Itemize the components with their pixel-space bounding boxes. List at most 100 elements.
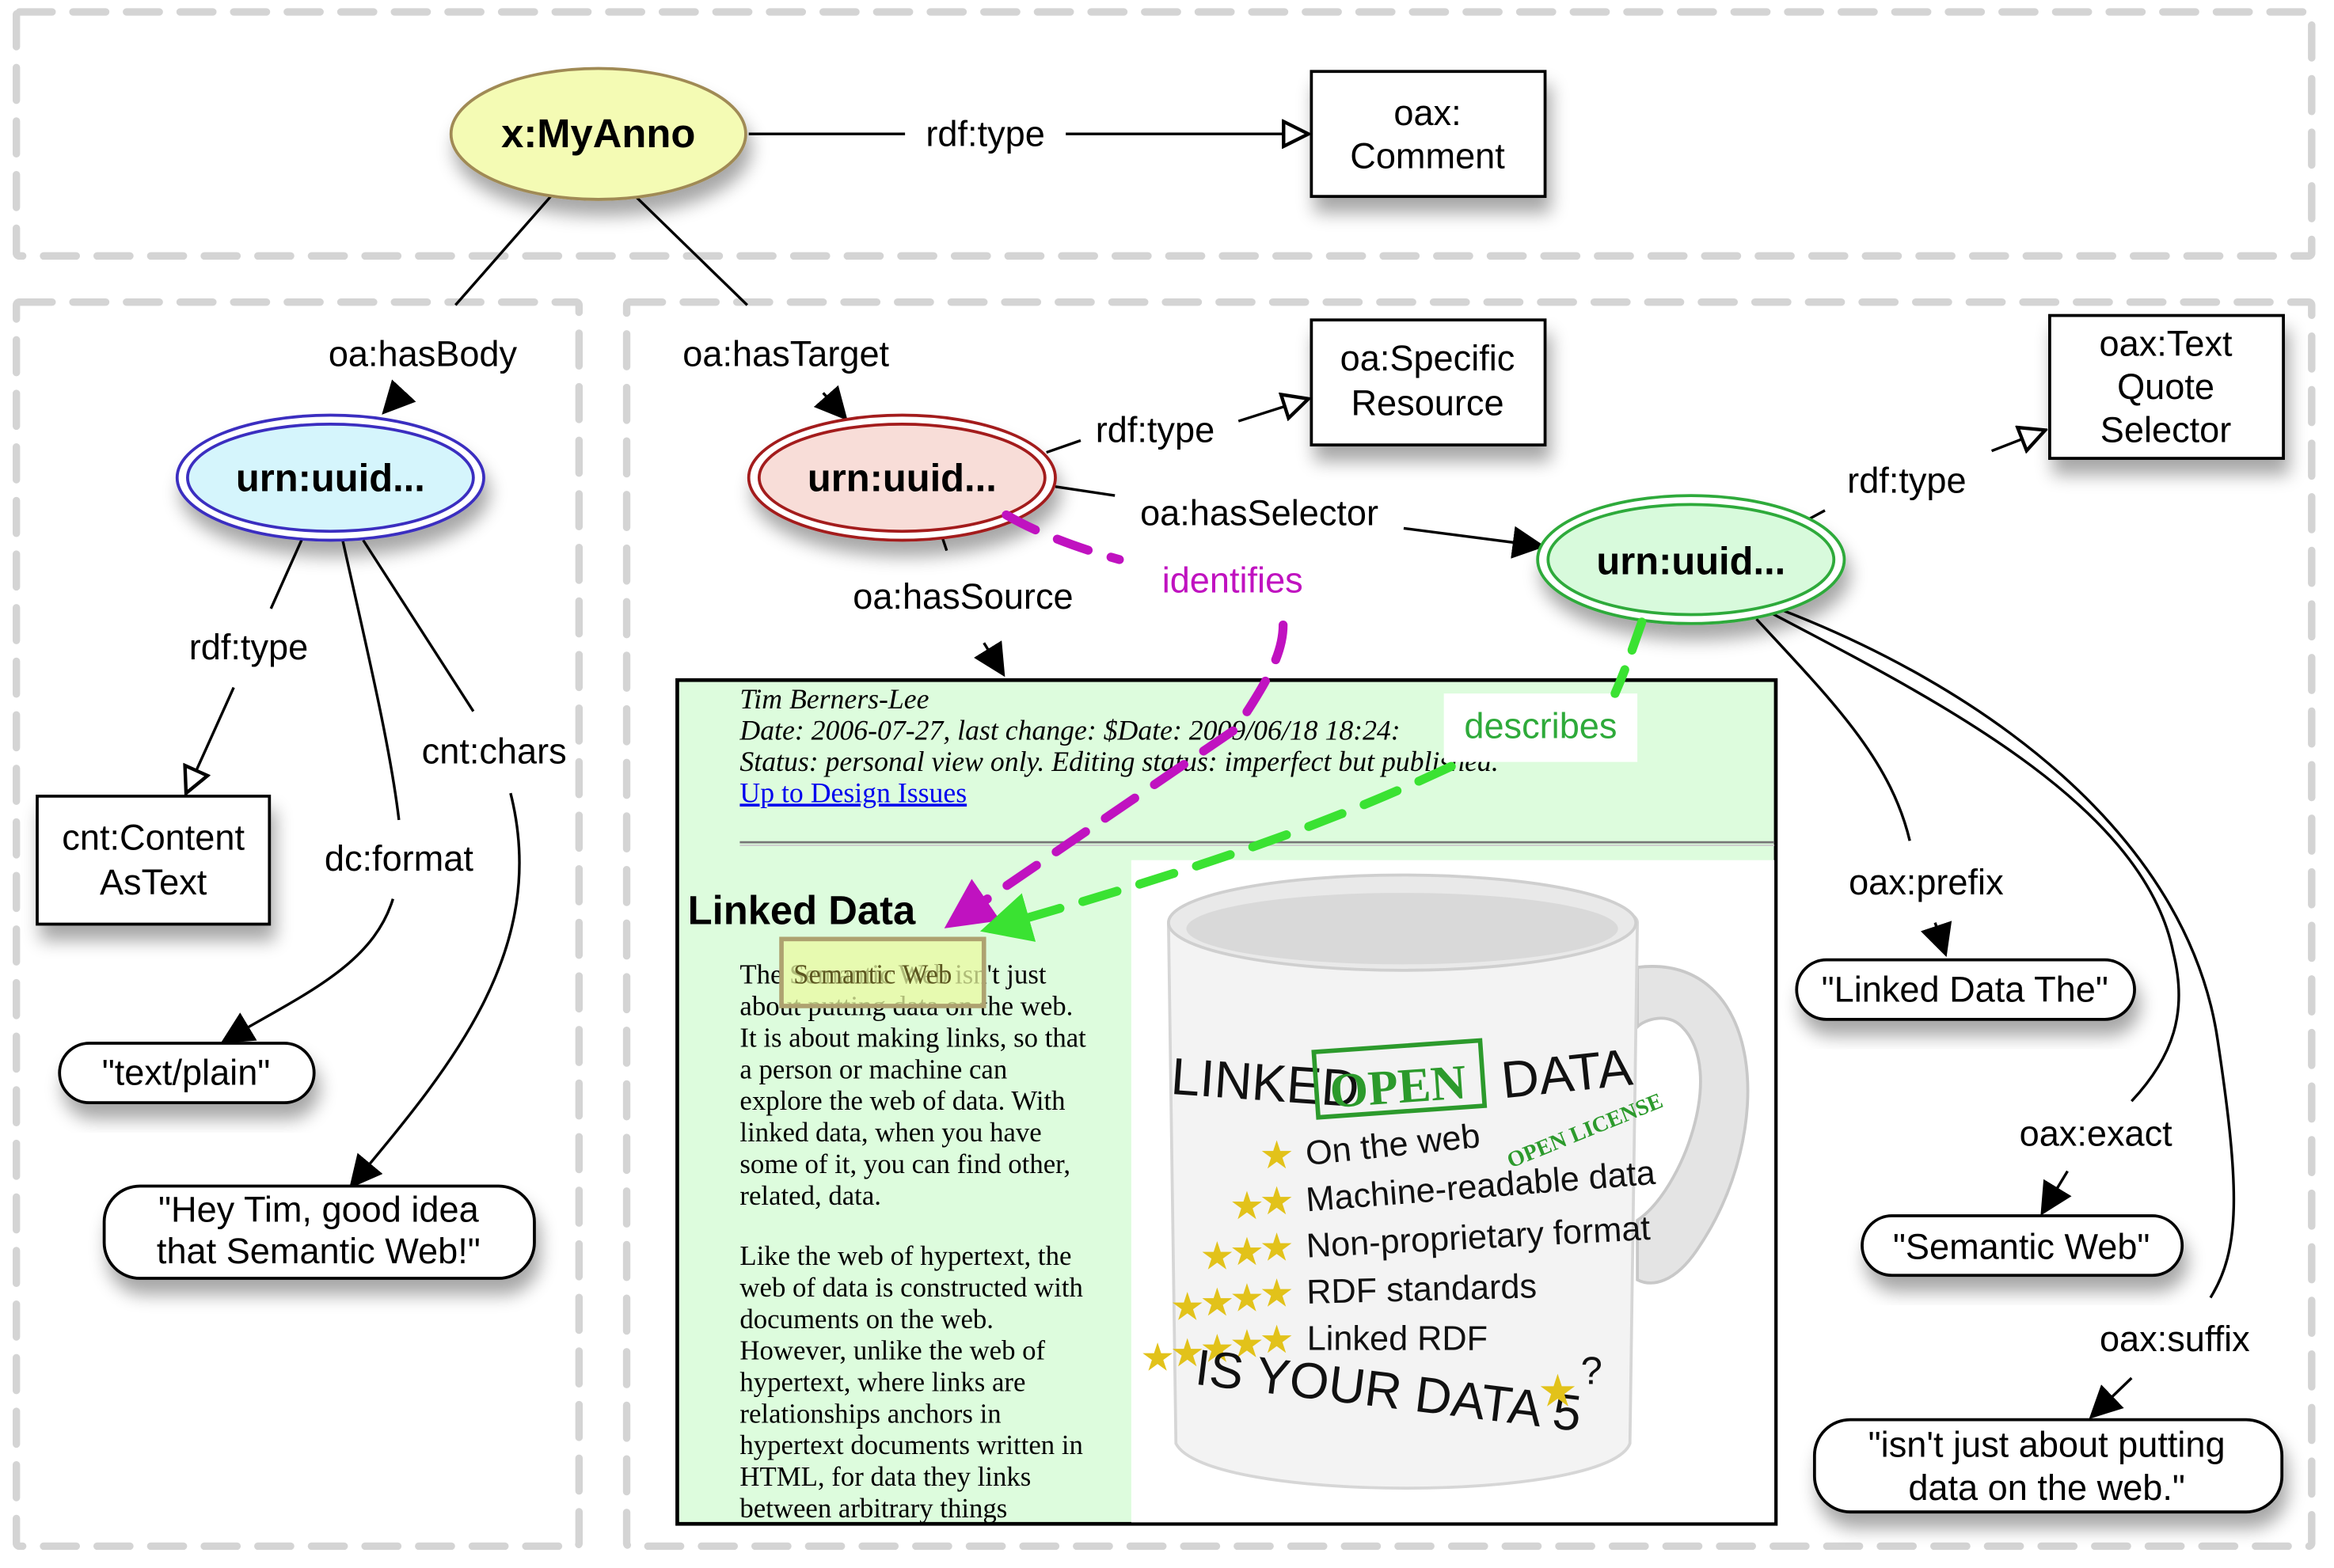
doc-line: Like the web of hypertext, the bbox=[739, 1240, 1071, 1271]
edge-has-selector-arrow bbox=[1403, 526, 1545, 559]
mug-title-left: LINKED bbox=[1169, 1046, 1361, 1118]
edge-describes-arrow bbox=[979, 761, 1456, 942]
mug-star-icon: ★ bbox=[1230, 1185, 1264, 1228]
doc-line: some of it, you can find other, bbox=[739, 1148, 1070, 1179]
doc-line: relationships anchors in bbox=[739, 1398, 1001, 1429]
mug-star-icon: ★ bbox=[1199, 1327, 1234, 1370]
node-body[interactable]: urn:uuid... bbox=[175, 413, 485, 542]
edge-exact-line bbox=[1770, 612, 2180, 1103]
mug-star-icon: ★ bbox=[1199, 1281, 1234, 1324]
node-target[interactable]: urn:uuid... bbox=[747, 413, 1057, 542]
mug-star-icon: ★ bbox=[1170, 1286, 1205, 1329]
literal-exact[interactable]: "Semantic Web" bbox=[1861, 1214, 2184, 1278]
edge-label-has-selector: oa:hasSelector bbox=[1140, 493, 1378, 533]
edge-label-target-type: rdf:type bbox=[1096, 409, 1215, 450]
edge-label-suffix: oax:suffix bbox=[2100, 1319, 2250, 1359]
mug-star-icon: ★ bbox=[1199, 1236, 1234, 1278]
mug-title-right: DATA bbox=[1499, 1038, 1636, 1110]
edge-label-describes: describes bbox=[1464, 706, 1617, 746]
specific-resource-line-2: Resource bbox=[1351, 383, 1503, 423]
node-specific-resource-class[interactable]: oa:Specific Resource bbox=[1310, 318, 1547, 447]
doc-selection-highlight[interactable] bbox=[779, 936, 986, 1008]
node-target-label: urn:uuid... bbox=[808, 457, 997, 499]
doc-line: hypertext, where links are bbox=[739, 1367, 1025, 1398]
node-content-as-text-class[interactable]: cnt:Content AsText bbox=[36, 794, 272, 926]
node-annotation-label: x:MyAnno bbox=[501, 111, 695, 156]
describes-label-bg bbox=[1443, 693, 1638, 762]
node-text-quote-selector-class[interactable]: oax:Text Quote Selector bbox=[2048, 313, 2285, 460]
mug-image: LINKED OPEN DATA OPEN LICENSE ★On the we… bbox=[1131, 860, 1775, 1523]
mug-star-icon: ★ bbox=[1230, 1323, 1264, 1366]
literal-exact-text: "Semantic Web" bbox=[1893, 1227, 2150, 1267]
edge-exact-arrow bbox=[2040, 1170, 2072, 1216]
edge-describes-start bbox=[1610, 617, 1647, 698]
doc-highlight-text: Semantic Web bbox=[793, 959, 952, 990]
node-selector-label: urn:uuid... bbox=[1596, 541, 1785, 583]
edge-target-type-line bbox=[1046, 439, 1081, 454]
edge-prefix-line bbox=[1755, 617, 1911, 841]
edge-label-body-type: rdf:type bbox=[189, 627, 308, 667]
doc-line: related, data. bbox=[739, 1180, 881, 1211]
mug-star-icon: ★ bbox=[1230, 1277, 1264, 1319]
mug-star-icon: ★ bbox=[1260, 1319, 1294, 1361]
doc-line: documents on the web. bbox=[739, 1304, 994, 1335]
mug-star-icon: ★ bbox=[1140, 1337, 1175, 1380]
edge-body-type-arrow bbox=[186, 686, 235, 793]
mug-question-mark: ? bbox=[1581, 1350, 1602, 1393]
mug-open-stamp bbox=[1311, 1038, 1488, 1120]
mug-star-icon: ★ bbox=[1230, 1231, 1264, 1274]
literal-suffix-line-1: "isn't just about putting bbox=[1868, 1425, 2226, 1465]
node-body-label: urn:uuid... bbox=[236, 457, 425, 499]
edge-identifies-arrow bbox=[944, 621, 1288, 928]
region-body bbox=[12, 298, 584, 1551]
mug-star-icon: ★ bbox=[1260, 1134, 1294, 1177]
literal-format-text: "text/plain" bbox=[102, 1053, 271, 1093]
content-as-text-line-2: AsText bbox=[100, 862, 207, 902]
specific-resource-line-1: oa:Specific bbox=[1340, 338, 1515, 378]
mug-title-stamp: OPEN bbox=[1328, 1055, 1468, 1118]
edge-prefix-arrow bbox=[1920, 921, 1952, 958]
literal-prefix[interactable]: "Linked Data The" bbox=[1795, 958, 2136, 1021]
edge-chars-line bbox=[362, 539, 475, 712]
mug-inside bbox=[1186, 893, 1618, 965]
edge-label-identifies: identifies bbox=[1162, 560, 1303, 600]
doc-line: linked data, when you have bbox=[739, 1117, 1041, 1148]
doc-design-issues-link[interactable]: Up to Design Issues bbox=[739, 776, 967, 808]
comment-class-line-2: Comment bbox=[1350, 135, 1505, 176]
tqs-line-2: Quote bbox=[2117, 366, 2214, 407]
doc-status: Status: personal view only. Editing stat… bbox=[739, 746, 1498, 777]
doc-date: Date: 2006-07-27, last change: $Date: 20… bbox=[739, 714, 1400, 746]
doc-author: Tim Berners-Lee bbox=[739, 683, 929, 715]
doc-line: between arbitrary things bbox=[739, 1493, 1007, 1524]
tqs-line-1: oax:Text bbox=[2100, 323, 2233, 363]
edge-has-target-arrow bbox=[813, 385, 848, 421]
edge-label-anno-type: rdf:type bbox=[926, 113, 1044, 154]
literal-chars-line-1: "Hey Tim, good idea bbox=[158, 1190, 480, 1230]
doc-line: a person or machine can bbox=[739, 1054, 1007, 1084]
node-comment-class[interactable]: oax: Comment bbox=[1310, 70, 1547, 199]
node-annotation[interactable]: x:MyAnno bbox=[449, 66, 747, 201]
mug-handle bbox=[1636, 965, 1750, 1285]
literal-suffix-line-2: data on the web." bbox=[1908, 1467, 2185, 1508]
edge-label-format: dc:format bbox=[325, 838, 473, 879]
mug-star-icon: ★ bbox=[1260, 1273, 1294, 1316]
literal-chars-line-2: that Semantic Web!" bbox=[157, 1231, 481, 1271]
mug-star-icon: ★ bbox=[1260, 1180, 1294, 1223]
doc-heading: Linked Data bbox=[688, 888, 916, 933]
edge-chars-arrow bbox=[349, 792, 521, 1189]
source-document[interactable]: Tim Berners-Lee Date: 2006-07-27, last c… bbox=[675, 678, 1778, 1526]
edge-label-selector-type: rdf:type bbox=[1847, 460, 1966, 500]
edge-label-chars: cnt:chars bbox=[422, 731, 567, 771]
edge-has-target-line bbox=[634, 195, 748, 306]
literal-chars[interactable]: "Hey Tim, good idea that Semantic Web!" bbox=[102, 1184, 536, 1280]
mug-question-star-icon: ★ bbox=[1538, 1366, 1578, 1416]
edge-has-selector-line bbox=[1055, 485, 1116, 497]
doc-line: explore the web of data. With bbox=[739, 1085, 1065, 1116]
node-selector[interactable]: urn:uuid... bbox=[1536, 494, 1846, 625]
mug-row-text: Linked RDF bbox=[1307, 1319, 1488, 1357]
edge-body-type-line bbox=[269, 537, 304, 609]
literal-suffix[interactable]: "isn't just about putting data on the we… bbox=[1812, 1418, 2284, 1514]
literal-format[interactable]: "text/plain" bbox=[58, 1042, 316, 1105]
